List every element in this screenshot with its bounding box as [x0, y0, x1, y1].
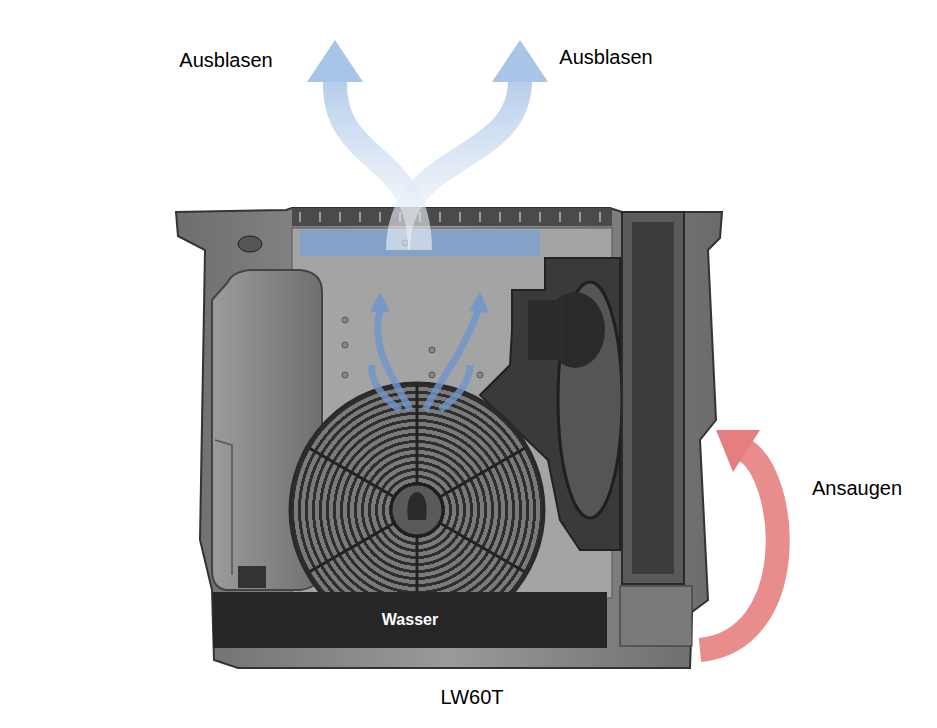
exhaust-arrowheads	[307, 40, 548, 82]
outflow-label: Ausblasen	[179, 49, 272, 72]
model-label: LW60T	[441, 686, 504, 709]
outflow-label: Ausblasen	[559, 46, 652, 69]
intake-panel-inner	[632, 222, 674, 574]
screws	[342, 240, 523, 378]
water-reservoir: Wasser	[213, 592, 607, 648]
intake-grille	[620, 586, 692, 646]
grille-slots	[300, 212, 600, 222]
inner-airflow	[372, 310, 478, 410]
intake-panel	[622, 212, 684, 584]
tank-detail	[215, 440, 232, 575]
tank-valve	[238, 566, 266, 588]
intake-arrow	[700, 450, 778, 650]
intake-arrowhead	[716, 430, 760, 472]
top-grille	[292, 208, 612, 226]
node-text: Wasser	[382, 611, 438, 629]
tank-handle	[238, 236, 262, 252]
housing-outline	[176, 208, 722, 668]
intake-label: Ansaugen	[812, 477, 902, 500]
exhaust-arrows	[335, 80, 520, 250]
inner-arrowheads	[370, 292, 489, 313]
disc-hub	[391, 484, 443, 536]
disc-hub-knob	[407, 492, 426, 520]
motor	[528, 300, 564, 360]
